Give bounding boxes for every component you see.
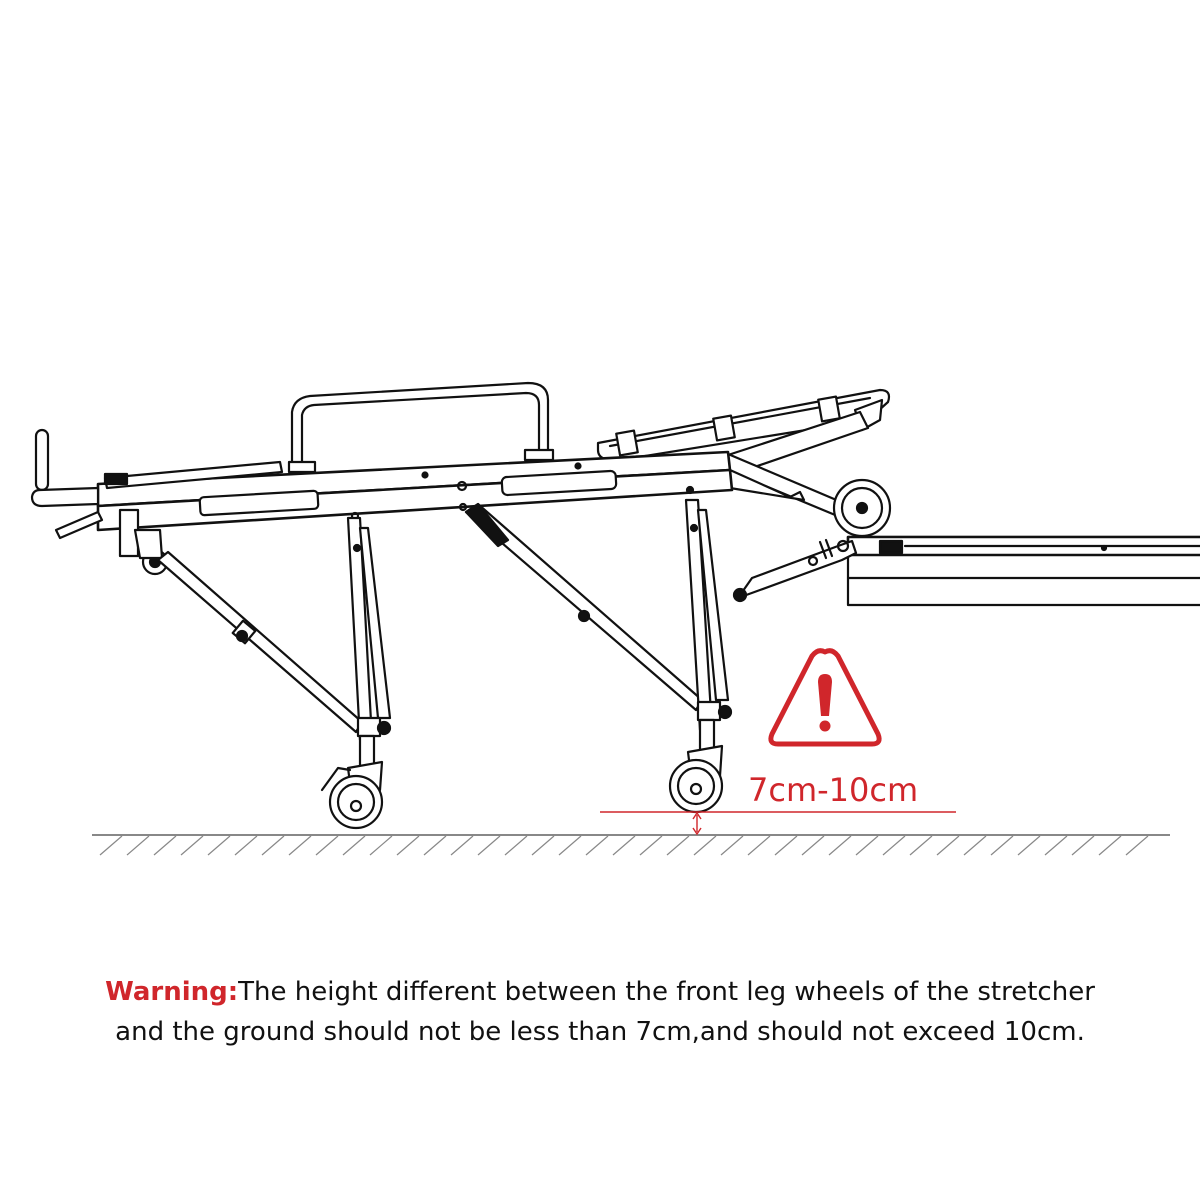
main-frame: [96, 450, 734, 532]
caption-text-1: The height different between the front l…: [238, 977, 1095, 1007]
middle-strut: [464, 502, 704, 712]
height-range-label: 7cm-10cm: [748, 771, 919, 809]
warning-triangle-icon: [768, 648, 882, 747]
ground: [92, 834, 1170, 856]
warning-caption: Warning:The height different between the…: [0, 972, 1200, 1052]
front-leg: [668, 498, 733, 814]
vehicle-platform: [846, 535, 1200, 607]
rear-leg: [320, 516, 392, 830]
loading-hook: [732, 538, 858, 603]
caption-line-2: and the ground should not be less than 7…: [115, 1017, 1085, 1047]
warning-label: Warning:: [105, 977, 239, 1007]
rear-strut: [156, 550, 364, 734]
height-measurement: [600, 811, 956, 836]
side-rail: [287, 381, 555, 474]
caption-line-1: Warning:The height different between the…: [0, 972, 1200, 1012]
